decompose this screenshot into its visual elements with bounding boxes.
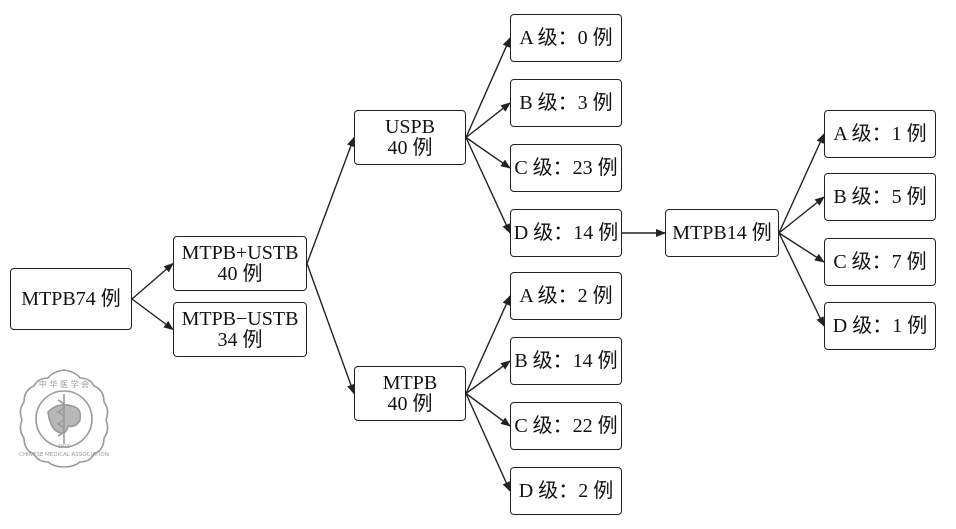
node-mtpb-ustb-plus: MTPB+USTB 40 例 (173, 236, 307, 291)
node-mtpb-grade-b-label: B 级：14 例 (514, 349, 618, 372)
node-mtpb-grade-a: A 级：2 例 (510, 272, 622, 320)
connector-arrow (465, 392, 511, 427)
node-mtpb14-grade-d-label: D 级：1 例 (832, 314, 928, 337)
node-uspb-grade-d-label: D 级：14 例 (513, 221, 619, 244)
node-uspb-grade-b-label: B 级：3 例 (519, 91, 613, 114)
node-mtpb-grade-c: C 级：22 例 (510, 402, 622, 450)
connector-arrow (306, 263, 355, 395)
connector-arrow (465, 137, 511, 234)
node-uspb-count: 40 例 (387, 136, 433, 159)
node-uspb: USPB 40 例 (354, 110, 466, 165)
node-mtpb-ustb-minus: MTPB−USTB 34 例 (173, 302, 307, 357)
connector-arrow (465, 37, 511, 138)
node-root: MTPB74 例 (10, 268, 132, 330)
node-uspb-label: USPB (384, 115, 436, 138)
connector-arrow (778, 232, 825, 327)
connector-arrow (778, 232, 825, 263)
logo-year: 1915 (58, 444, 71, 450)
node-uspb-grade-c-label: C 级：23 例 (514, 156, 618, 179)
node-mtpb: MTPB 40 例 (354, 366, 466, 421)
node-mtpb-grade-d: D 级：2 例 (510, 467, 622, 515)
node-uspb-grade-a-label: A 级：0 例 (519, 26, 613, 49)
connector-arrow (131, 298, 174, 331)
node-mtpb14-grade-a-label: A 级：1 例 (833, 122, 927, 145)
node-mtpb14-grade-b-label: B 级：5 例 (833, 185, 927, 208)
connector-arrow (131, 262, 174, 300)
node-mtpb-ustb-plus-count: 40 例 (217, 262, 263, 285)
node-mtpb-grade-a-label: A 级：2 例 (519, 284, 613, 307)
node-uspb-grade-d: D 级：14 例 (510, 209, 622, 257)
node-mtpb-ustb-minus-label: MTPB−USTB (181, 307, 299, 330)
chinese-medical-association-logo: 中 华 医 学 会 CHINESE MEDICAL ASSOCIATION 1915 (19, 369, 109, 468)
node-mtpb-grade-d-label: D 级：2 例 (518, 479, 614, 502)
connector-arrow (465, 136, 511, 169)
node-mtpb14: MTPB14 例 (665, 209, 779, 257)
node-mtpb14-grade-d: D 级：1 例 (824, 302, 936, 350)
node-uspb-grade-b: B 级：3 例 (510, 79, 622, 127)
connector-arrow (306, 136, 355, 264)
node-mtpb-grade-c-label: C 级：22 例 (514, 414, 618, 437)
node-mtpb-ustb-minus-count: 34 例 (217, 328, 263, 351)
connector-arrow (778, 133, 825, 234)
node-mtpb-label: MTPB (382, 371, 438, 394)
connector-arrow (465, 295, 511, 394)
node-uspb-grade-c: C 级：23 例 (510, 144, 622, 192)
node-mtpb-grade-b: B 级：14 例 (510, 337, 622, 385)
node-mtpb14-grade-c: C 级：7 例 (824, 238, 936, 286)
node-mtpb14-grade-b: B 级：5 例 (824, 173, 936, 221)
node-uspb-grade-a: A 级：0 例 (510, 14, 622, 62)
node-mtpb-ustb-plus-label: MTPB+USTB (181, 241, 299, 264)
connector-arrow (465, 102, 511, 139)
logo-bottom-text: CHINESE MEDICAL ASSOCIATION (19, 452, 109, 458)
node-root-label: MTPB74 例 (21, 287, 121, 310)
connector-arrow (465, 393, 511, 492)
node-mtpb-count: 40 例 (387, 392, 433, 415)
connector-arrow (778, 196, 825, 234)
node-mtpb14-grade-c-label: C 级：7 例 (833, 250, 927, 273)
node-mtpb14-label: MTPB14 例 (672, 221, 772, 244)
logo-top-text: 中 华 医 学 会 (39, 379, 89, 389)
node-mtpb14-grade-a: A 级：1 例 (824, 110, 936, 158)
connector-arrow (465, 360, 511, 395)
